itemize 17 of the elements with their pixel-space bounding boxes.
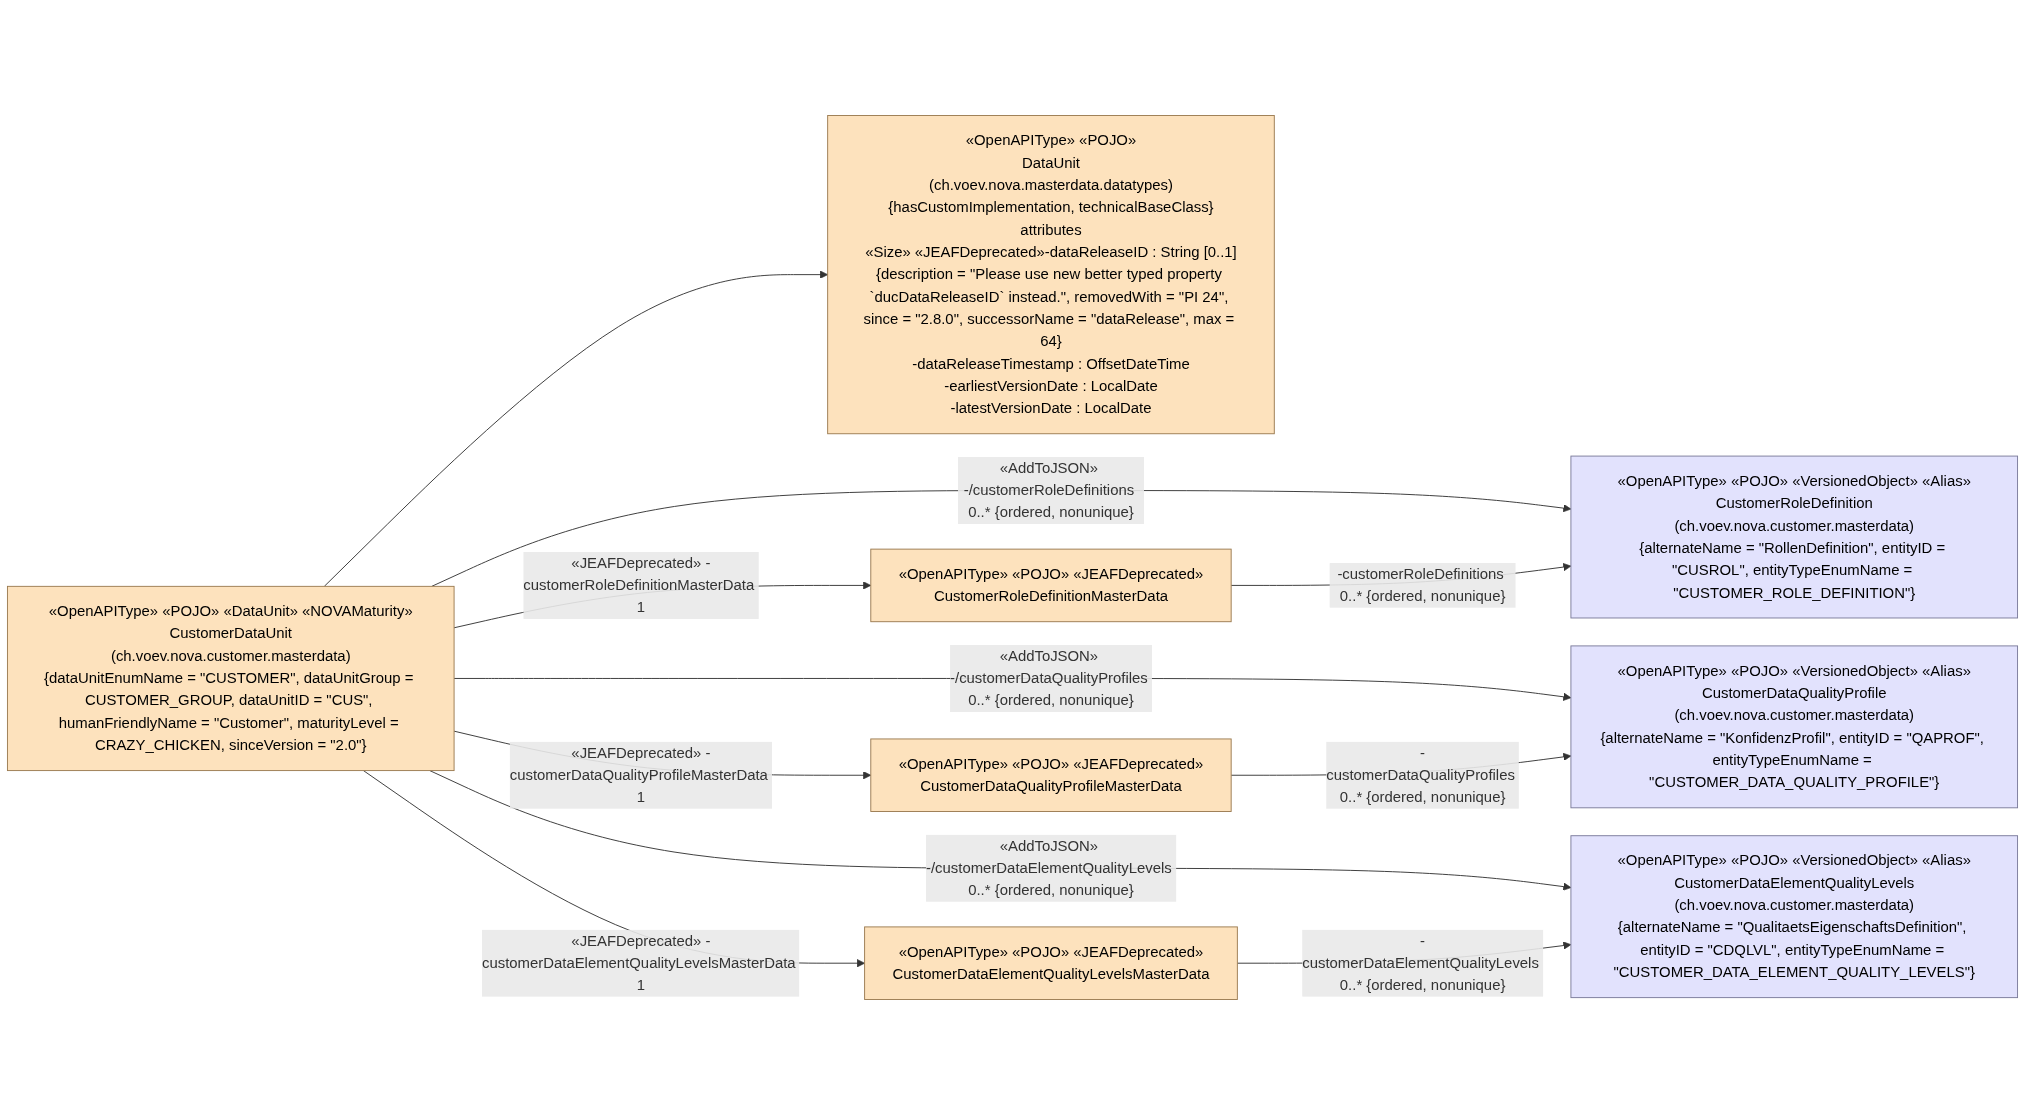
edge-label: «AddToJSON» -/customerDataQualityProfiles 0..* {ordered, nonunique} xyxy=(950,647,1148,709)
edge-label: -customerDataQualityProfiles 0..* {ordered, nonunique} xyxy=(1326,744,1515,806)
node-box: «OpenAPIType» «POJO» «VersionedObject» «Alias» CustomerRoleDefinition (ch.voev.nova.customer.masterdata) {alternateName = "RollenDefinition", entityID = "CUSROL", entityTypeEnumName = "CUSTOMER_ROLE_DEFINITION"} xyxy=(1570,455,2019,619)
edge-label: -customerDataElementQualityLevels 0..* {ordered, nonunique} xyxy=(1302,932,1539,993)
node-box: «OpenAPIType» «POJO» «JEAFDeprecated» CustomerRoleDefinitionMasterData xyxy=(870,548,1232,623)
edge-label: «JEAFDeprecated» -customerDataQualityProfileMasterData 1 xyxy=(509,744,768,806)
edge-label: «AddToJSON» -/customerDataElementQualityLevels 0..* {ordered, nonunique} xyxy=(926,837,1172,899)
edge-label: «AddToJSON» -/customerRoleDefinitions 0..* {ordered, nonunique} xyxy=(963,459,1135,521)
node-box: «OpenAPIType» «POJO» «JEAFDeprecated» CustomerDataElementQualityLevelsMasterData xyxy=(864,926,1238,1000)
edge-label: -customerRoleDefinitions 0..* {ordered, nonunique} xyxy=(1337,565,1506,605)
node-box: «OpenAPIType» «POJO» «VersionedObject» «Alias» CustomerDataElementQualityLevels (ch.voev.nova.customer.masterdata) {alternateName = "QualitaetsEigenschaftsDefinition", entityID = "CDQLVL", entityTypeEnumName = "CUSTOMER_DATA_ELEMENT_QUALITY_LEVELS"} xyxy=(1570,835,2019,999)
edge-label: «JEAFDeprecated» -customerRoleDefinitionMasterData 1 xyxy=(523,554,755,616)
node-box: «OpenAPIType» «POJO» «VersionedObject» «Alias» CustomerDataQualityProfile (ch.voev.nova.customer.masterdata) {alternateName = "KonfidenzProfil", entityID = "QAPROF", entityTypeEnumName = "CUSTOMER_DATA_QUALITY_PROFILE"} xyxy=(1570,645,2019,809)
node-box: «OpenAPIType» «POJO» «JEAFDeprecated» CustomerDataQualityProfileMasterData xyxy=(870,738,1232,812)
node-box: «OpenAPIType» «POJO» DataUnit (ch.voev.nova.masterdata.datatypes) {hasCustomImplementation, technicalBaseClass} attributes «Size» «JEAFDeprecated»-dataReleaseID : String [0..1]{description = "Please use new better typed property `ducDataReleaseID` instead.", removedWith = "PI 24", since = "2.8.0", successorName = "dataRelease", max = 64} -dataReleaseTimestamp : OffsetDateTime -earliestVersionDate : LocalDate -latestVersionDate : LocalDate xyxy=(827,115,1275,435)
edge-label: «JEAFDeprecated» -customerDataElementQualityLevelsMasterData 1 xyxy=(482,932,796,993)
node-box: «OpenAPIType» «POJO» «DataUnit» «NOVAMaturity» CustomerDataUnit (ch.voev.nova.customer.masterdata) {dataUnitEnumName = "CUSTOMER", dataUnitGroup = CUSTOMER_GROUP, dataUnitID = "CUS", humanFriendlyName = "Customer", maturityLevel = CRAZY_CHICKEN, sinceVersion = "2.0"} xyxy=(6,585,455,772)
